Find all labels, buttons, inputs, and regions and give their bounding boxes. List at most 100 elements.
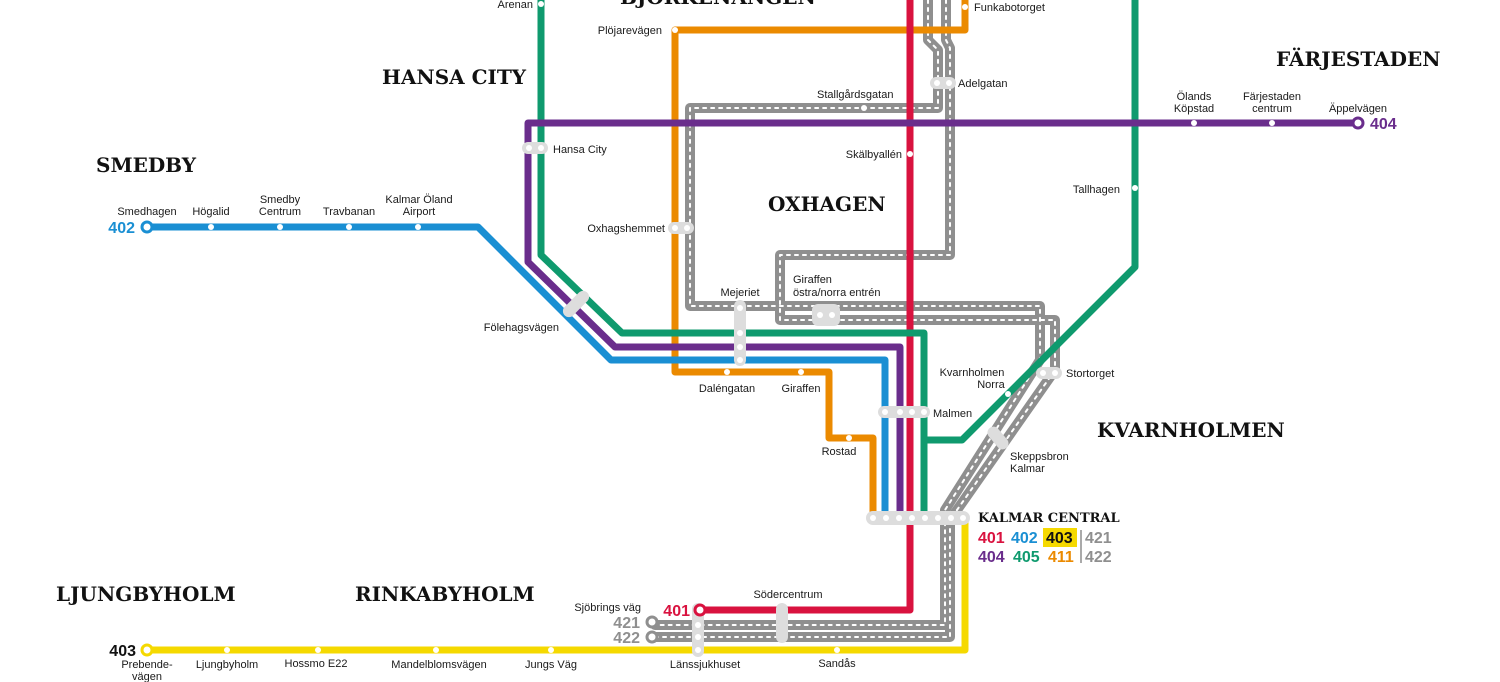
label-prebendevagen-1: Prebende-	[121, 659, 173, 671]
stop-dot-smedby-centrum	[277, 224, 283, 230]
label-lanssjukhuset: Länssjukhuset	[670, 659, 740, 671]
district-kvarnholmen: KVARNHOLMEN	[1097, 418, 1285, 442]
stop-dot-giraffen	[798, 369, 804, 375]
hub-line-411: 411	[1048, 549, 1074, 566]
hub-line-402: 402	[1011, 530, 1038, 547]
label-mandelblomsvagen: Mandelblomsvägen	[391, 659, 486, 671]
label-farjestaden-centrum-1: Färjestaden	[1243, 91, 1301, 103]
line-405-route	[537, 0, 1139, 444]
terminus-sjobrings-401	[693, 603, 707, 617]
hub-line-401: 401	[978, 530, 1005, 547]
label-airport-2: Airport	[403, 206, 435, 218]
stop-dot-kvarnholmen-norra	[1005, 391, 1011, 397]
stop-dot-skalbyallen	[907, 151, 913, 157]
district-ljungbyholm: LJUNGBYHOLM	[56, 582, 236, 606]
stop-dot-olands-kopstad	[1191, 120, 1197, 126]
terminus-sjobrings-421	[645, 615, 659, 629]
label-appelvagen: Äppelvägen	[1329, 103, 1387, 115]
label-tallhagen: Tallhagen	[1073, 184, 1120, 196]
terminus-number-404: 404	[1370, 116, 1397, 133]
stop-dot-funkabotorget	[962, 4, 968, 10]
label-smedby-centrum-2: Centrum	[259, 206, 301, 218]
hub-lines-row2: 404 405 411 422	[978, 549, 1112, 566]
stop-dot-tallhagen	[1132, 185, 1138, 191]
stop-dot-travbanan	[346, 224, 352, 230]
stop-dot-hossmo	[315, 647, 321, 653]
label-smedby-centrum-1: Smedby	[260, 194, 301, 206]
label-hansa-city: Hansa City	[553, 144, 607, 156]
stop-dot-mandelblomsvagen	[433, 647, 439, 653]
label-giraffen-ostra-1: Giraffen	[793, 274, 832, 286]
label-skalbyallen: Skälbyallén	[846, 149, 902, 161]
label-airport-1: Kalmar Öland	[385, 194, 452, 206]
line-411-route	[671, 0, 969, 518]
interchange-lanssjukhuset	[692, 603, 704, 657]
terminus-number-403: 403	[109, 643, 136, 660]
stop-dot-dalengatan	[724, 369, 730, 375]
line-401-route	[700, 0, 914, 614]
label-adelgatan: Adelgatan	[958, 78, 1008, 90]
label-folehagsvagen: Fölehagsvägen	[484, 322, 559, 334]
label-giraffen: Giraffen	[782, 383, 821, 395]
terminus-number-422: 422	[613, 630, 640, 647]
label-dalengatan: Daléngatan	[699, 383, 755, 395]
terminus-appelvagen	[1351, 116, 1365, 130]
terminus-prebendevagen	[140, 643, 154, 657]
terminus-number-421: 421	[613, 615, 640, 632]
interchange-giraffen-ostra	[812, 304, 840, 326]
district-hansa-city: HANSA CITY	[382, 65, 527, 89]
stop-dot-rostad	[846, 435, 852, 441]
hub-name: KALMAR CENTRAL	[978, 511, 1120, 526]
stop-dot-ljungbyholm	[224, 647, 230, 653]
label-olands-kopstad-1: Ölands	[1177, 91, 1212, 103]
stop-dot-sandas	[834, 647, 840, 653]
label-hogalid: Högalid	[192, 206, 229, 218]
label-plojarevagen: Plöjarevägen	[598, 25, 662, 37]
interchange-adelgatan	[930, 77, 956, 89]
hub-line-403-badge	[1043, 528, 1077, 547]
label-olands-kopstad-2: Köpstad	[1174, 103, 1214, 115]
label-farjestaden-centrum-2: centrum	[1252, 103, 1292, 115]
hub-line-404: 404	[978, 549, 1005, 566]
hub-line-421: 421	[1085, 530, 1112, 547]
label-oxhagshemmet: Oxhagshemmet	[587, 223, 665, 235]
hub-line-405: 405	[1013, 549, 1040, 566]
district-smedby: SMEDBY	[96, 153, 197, 177]
label-rostad: Rostad	[822, 446, 857, 458]
hub-line-403: 403	[1046, 530, 1073, 547]
interchange-sodercentrum	[776, 603, 788, 643]
stop-dot-airport	[415, 224, 421, 230]
interchange-malmen	[878, 406, 930, 418]
interchange-hansa-city	[522, 142, 548, 154]
stop-dot-stallgardsgatan	[861, 105, 867, 111]
label-sandas: Sandås	[818, 658, 856, 670]
hub-lines-row1: 401 402 403 421	[978, 528, 1112, 563]
district-rinkabyholm: RINKABYHOLM	[355, 582, 535, 606]
stop-dot-hogalid	[208, 224, 214, 230]
label-travbanan: Travbanan	[323, 206, 375, 218]
interchange-stortorget	[1036, 367, 1062, 379]
interchange-folehagsvagen	[562, 290, 590, 318]
label-jungs-vag: Jungs Väg	[525, 659, 577, 671]
hub-line-422: 422	[1085, 549, 1112, 566]
label-funkabotorget: Funkabotorget	[974, 2, 1045, 14]
label-kvarnholmen-norra-1: Kvarnholmen	[940, 367, 1005, 379]
stop-dots	[208, 1, 1275, 653]
district-partial-top: BJÖRKENÄNGEN	[620, 0, 816, 9]
interchange-oxhagshemmet	[668, 222, 694, 234]
terminus-sjobrings-422	[645, 630, 659, 644]
label-smedhagen: Smedhagen	[117, 206, 176, 218]
label-malmen: Malmen	[933, 408, 972, 420]
interchange-skeppsbron	[987, 426, 1009, 450]
district-farjestaden: FÄRJESTADEN	[1276, 47, 1441, 71]
label-mejeriet: Mejeriet	[720, 287, 759, 299]
terminus-number-402: 402	[108, 220, 135, 237]
label-arenan: Arenan	[498, 0, 533, 11]
label-kvarnholmen-norra-2: Norra	[977, 379, 1005, 391]
terminus-number-401: 401	[663, 603, 690, 620]
stop-dot-plojarevagen	[672, 27, 678, 33]
interchanges	[522, 77, 1062, 657]
label-sjobrings-vag: Sjöbrings väg	[574, 602, 641, 614]
label-skeppsbron-2: Kalmar	[1010, 463, 1045, 475]
